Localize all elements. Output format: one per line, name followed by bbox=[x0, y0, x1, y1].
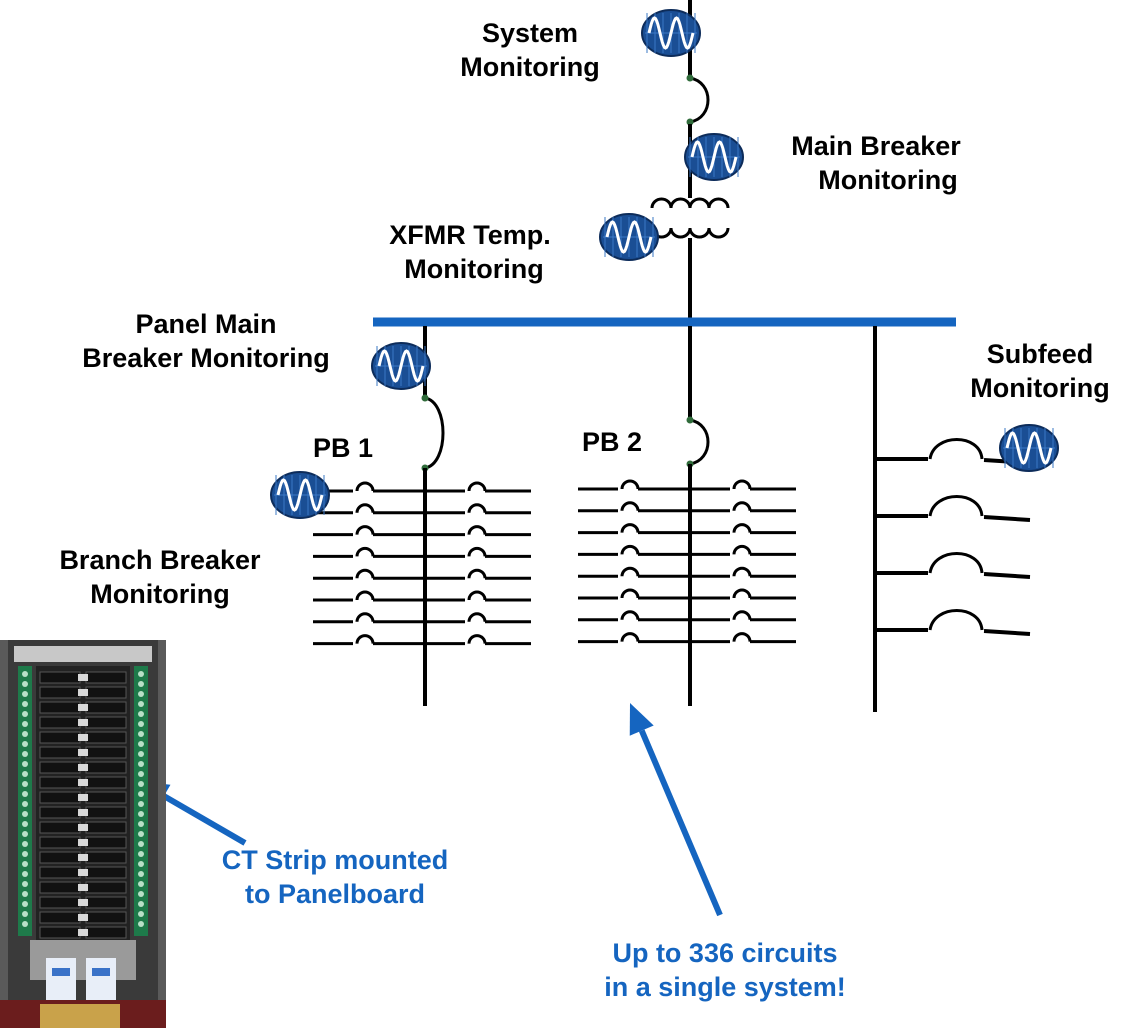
circuits-line1: Up to 336 circuits bbox=[612, 938, 838, 968]
main-breaker-monitoring-label: Main Breaker Monitoring bbox=[762, 129, 990, 197]
branch-line2: Monitoring bbox=[90, 579, 230, 609]
system-monitor-meter-icon bbox=[641, 9, 701, 57]
subfeed-line2: Monitoring bbox=[970, 373, 1110, 403]
pb1-main-breaker bbox=[421, 394, 445, 472]
subfeed-breakers bbox=[875, 438, 1031, 636]
pb2-label: PB 2 bbox=[581, 427, 643, 457]
xfmr-temp-meter-icon bbox=[599, 213, 659, 261]
subfeed-line1: Subfeed bbox=[986, 339, 1094, 369]
branch-breaker-monitoring-label: Branch Breaker Monitoring bbox=[30, 543, 290, 611]
panel-main-line2: Breaker Monitoring bbox=[82, 343, 330, 373]
pb2-branch-breakers bbox=[578, 479, 796, 644]
main-breaker-line1: Main Breaker bbox=[791, 131, 961, 161]
branch-breaker-meter-icon bbox=[270, 471, 330, 519]
circuits-arrow bbox=[629, 703, 723, 917]
circuits-line2: in a single system! bbox=[604, 972, 846, 1002]
circuits-callout: Up to 336 circuits in a single system! bbox=[560, 936, 890, 1004]
xfmr-temp-monitoring-label: XFMR Temp. Monitoring bbox=[356, 218, 584, 286]
panel-main-breaker-monitoring-label: Panel Main Breaker Monitoring bbox=[56, 307, 356, 375]
subfeed-monitoring-label: Subfeed Monitoring bbox=[955, 337, 1125, 405]
ct-strip-callout: CT Strip mounted to Panelboard bbox=[185, 843, 485, 911]
system-monitoring-label: System Monitoring bbox=[440, 16, 620, 84]
subfeed-meter-icon bbox=[999, 424, 1059, 472]
branch-line1: Branch Breaker bbox=[59, 545, 261, 575]
pb2-main-breaker bbox=[686, 416, 710, 468]
system-monitoring-line2: Monitoring bbox=[460, 52, 600, 82]
transformer-coil-icon bbox=[650, 197, 730, 239]
pb1-label: PB 1 bbox=[312, 433, 374, 463]
main-breaker-meter-icon bbox=[684, 133, 744, 181]
panel-main-line1: Panel Main bbox=[135, 309, 277, 339]
panel-main-meter-icon bbox=[371, 342, 431, 390]
panelboard-photo bbox=[0, 640, 166, 1028]
xfmr-line1: XFMR Temp. bbox=[389, 220, 551, 250]
system-breaker bbox=[686, 74, 710, 126]
xfmr-line2: Monitoring bbox=[404, 254, 544, 284]
ct-strip-line2: to Panelboard bbox=[244, 879, 426, 909]
ct-strip-line1: CT Strip mounted bbox=[221, 845, 449, 875]
system-monitoring-line1: System bbox=[481, 18, 579, 48]
pb1-branch-breakers bbox=[313, 481, 531, 646]
main-breaker-line2: Monitoring bbox=[818, 165, 958, 195]
